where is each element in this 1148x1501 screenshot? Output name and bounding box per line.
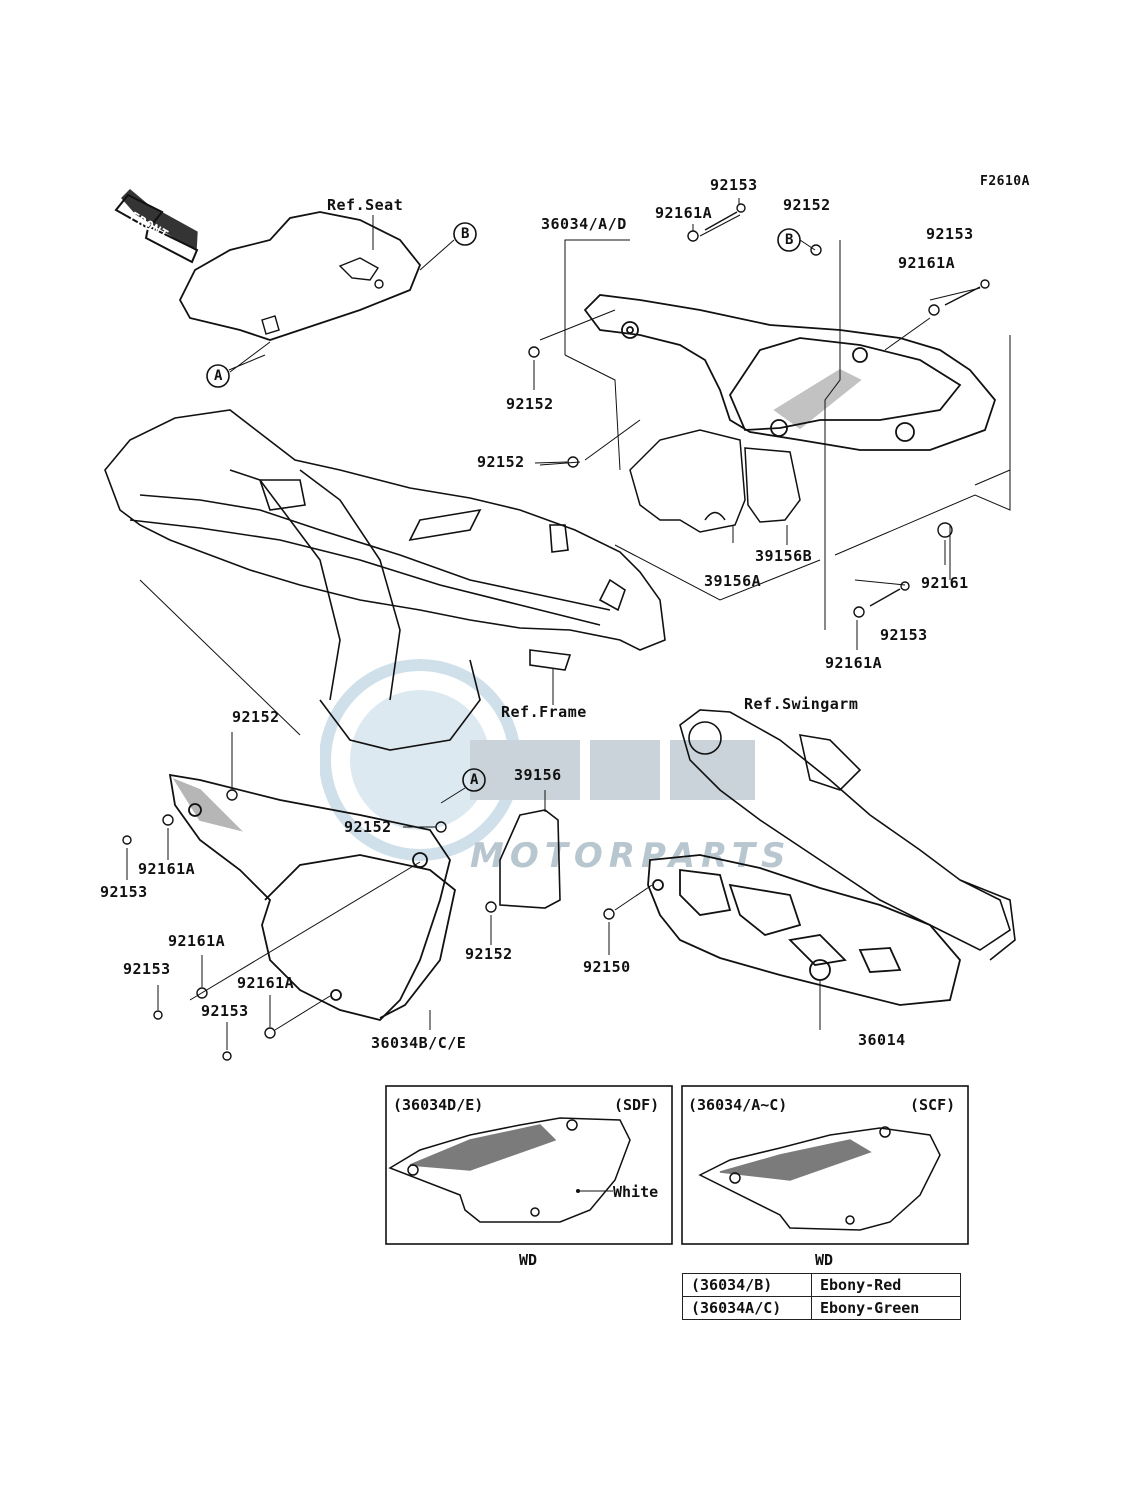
side-cover-upper-shape bbox=[583, 294, 997, 451]
part-92161a-mid-right: 92161A bbox=[825, 654, 883, 672]
marker-b-upper: B bbox=[461, 226, 470, 242]
part-39156b: 39156B bbox=[755, 547, 813, 565]
sticker-39156-shape bbox=[499, 809, 561, 909]
sticker-shapes bbox=[629, 429, 801, 533]
ref-seat-label: Ref.Seat bbox=[327, 196, 404, 214]
variant-right-cover bbox=[698, 1126, 941, 1231]
part-92152-lower-center: 92152 bbox=[344, 818, 392, 836]
seat-shape bbox=[178, 211, 422, 373]
variant-left-code: (36034D/E) bbox=[393, 1096, 484, 1114]
watermark-sub: MOTORPARTS bbox=[470, 836, 792, 876]
marker-circles bbox=[206, 222, 801, 804]
part-39156a: 39156A bbox=[704, 572, 762, 590]
color-name-cell: Ebony-Green bbox=[811, 1296, 961, 1320]
part-92152-mid: 92152 bbox=[506, 395, 554, 413]
color-code-cell: (36034/B) bbox=[682, 1273, 812, 1297]
part-92161a-top: 92161A bbox=[655, 204, 713, 222]
part-36014: 36014 bbox=[858, 1031, 906, 1049]
part-92153-top: 92153 bbox=[710, 176, 758, 194]
variant-left-footer: WD bbox=[519, 1251, 538, 1269]
part-92153-bottom: 92153 bbox=[201, 1002, 249, 1020]
part-36034-a-d: 36034/A/D bbox=[541, 215, 627, 233]
part-92153-lower-left: 92153 bbox=[123, 960, 171, 978]
part-92153-right: 92153 bbox=[926, 225, 974, 243]
part-39156: 39156 bbox=[514, 766, 562, 784]
note-leader-line bbox=[576, 1189, 613, 1193]
ref-frame-label: Ref.Frame bbox=[501, 703, 587, 721]
ref-swingarm-label: Ref.Swingarm bbox=[744, 695, 859, 713]
frame-shape bbox=[104, 409, 666, 751]
marker-a-lower: A bbox=[470, 772, 479, 788]
part-92161a-right: 92161A bbox=[898, 254, 956, 272]
marker-b-right: B bbox=[785, 232, 794, 248]
color-code-cell: (36034A/C) bbox=[682, 1296, 812, 1320]
leader-lines bbox=[126, 198, 946, 1050]
part-92152-lower: 92152 bbox=[465, 945, 513, 963]
chain-guard-shape bbox=[614, 854, 961, 1006]
part-92150: 92150 bbox=[583, 958, 631, 976]
part-92152-top-right: 92152 bbox=[783, 196, 831, 214]
variant-box-right-frame bbox=[681, 1085, 969, 1245]
part-92161: 92161 bbox=[921, 574, 969, 592]
bracket-lines bbox=[539, 214, 1011, 630]
color-table: (36034/B) Ebony-Red (36034A/C) Ebony-Gre… bbox=[682, 1273, 961, 1320]
front-arrow-icon bbox=[114, 189, 199, 264]
variant-right-footer: WD bbox=[815, 1251, 834, 1269]
color-name-cell: Ebony-Red bbox=[811, 1273, 961, 1297]
side-cover-lower-shape bbox=[168, 773, 456, 1031]
watermark-logo bbox=[320, 659, 755, 861]
fastener-icons bbox=[122, 203, 990, 1061]
color-table-row: (36034A/C) Ebony-Green bbox=[682, 1296, 961, 1320]
variant-right-market: (SCF) bbox=[910, 1096, 956, 1114]
part-92152-center: 92152 bbox=[477, 453, 525, 471]
variant-left-note: White bbox=[613, 1183, 659, 1201]
marker-a-upper: A bbox=[214, 368, 223, 384]
swingarm-shape bbox=[679, 709, 1016, 961]
variant-left-cover bbox=[388, 1117, 631, 1223]
part-92161a-lower-left: 92161A bbox=[168, 932, 226, 950]
variant-box-left-frame bbox=[385, 1085, 673, 1245]
diagram-code: F2610A bbox=[980, 174, 1030, 189]
part-36034-b-c-e: 36034B/C/E bbox=[371, 1034, 467, 1052]
variant-right-code: (36034/A~C) bbox=[688, 1096, 788, 1114]
part-92152-left: 92152 bbox=[232, 708, 280, 726]
variant-left-market: (SDF) bbox=[614, 1096, 660, 1114]
color-table-row: (36034/B) Ebony-Red bbox=[682, 1273, 961, 1297]
part-92153-left: 92153 bbox=[100, 883, 148, 901]
part-92153-mid-right: 92153 bbox=[880, 626, 928, 644]
part-92161a-left: 92161A bbox=[138, 860, 196, 878]
part-92161a-bottom: 92161A bbox=[237, 974, 295, 992]
